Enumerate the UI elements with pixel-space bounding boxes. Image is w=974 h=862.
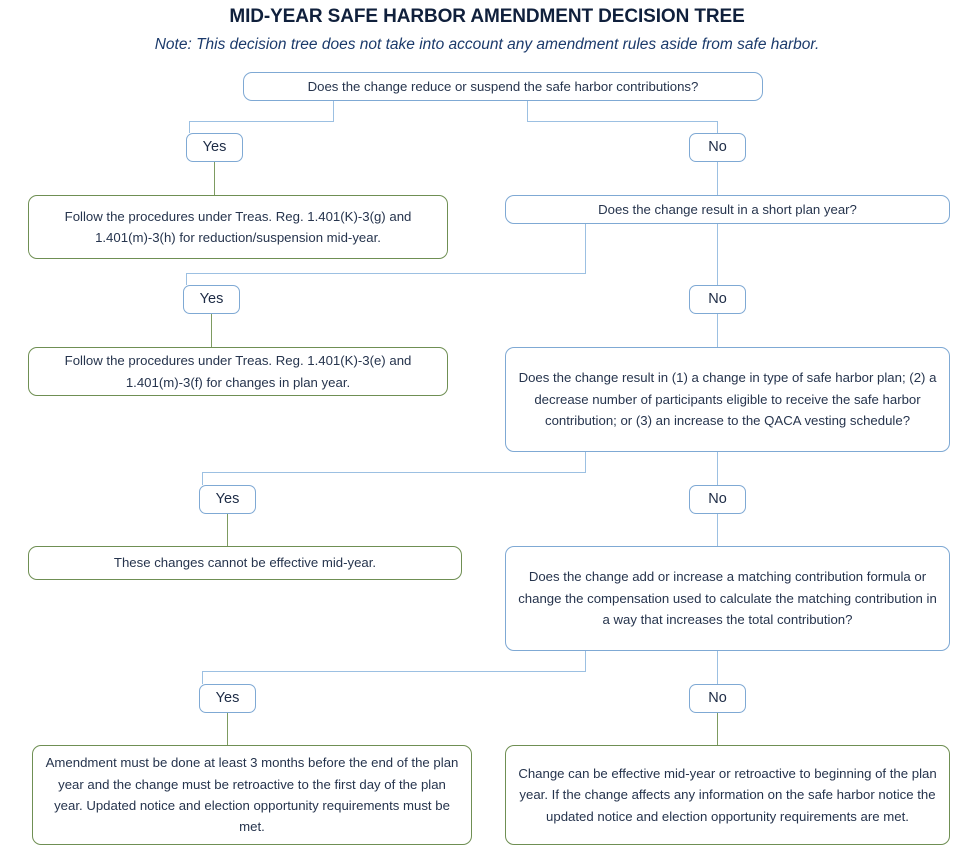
connector-q4-yes-horizontal [202, 671, 586, 672]
branch-label-q2-yes-text: Yes [199, 290, 224, 307]
outcome-box-4: Amendment must be done at least 3 months… [32, 745, 472, 845]
question-box-q3[interactable]: Does the change result in (1) a change i… [505, 347, 950, 452]
connector-q1-no-stub [527, 101, 528, 121]
connector-q4-no-to-outcome5 [717, 713, 718, 745]
branch-label-q4-no[interactable]: No [689, 684, 746, 713]
outcome-1-text: Follow the procedures under Treas. Reg. … [64, 208, 412, 245]
connector-q1-yes-drop [189, 121, 190, 133]
outcome-box-2: Follow the procedures under Treas. Reg. … [28, 347, 448, 396]
question-q2-text: Does the change result in a short plan y… [598, 201, 857, 217]
branch-label-q4-yes-text: Yes [215, 689, 240, 706]
connector-q1-yes-horizontal [189, 121, 334, 122]
branch-label-q3-no[interactable]: No [689, 485, 746, 514]
outcome-4-text: Amendment must be done at least 3 months… [45, 755, 459, 835]
connector-q1-no-drop [717, 121, 718, 133]
connector-q4-no-stub [717, 651, 718, 684]
connector-q1-yes-stub [333, 101, 334, 121]
outcome-2-text: Follow the procedures under Treas. Reg. … [64, 353, 412, 390]
outcome-box-3: These changes cannot be effective mid-ye… [28, 546, 462, 580]
connector-q2-yes-stub [585, 224, 586, 273]
connector-q3-yes-horizontal [202, 472, 586, 473]
connector-q4-yes-drop [202, 671, 203, 684]
connector-q1-no-to-q2 [717, 162, 718, 195]
question-box-q1[interactable]: Does the change reduce or suspend the sa… [243, 72, 763, 101]
question-box-q4[interactable]: Does the change add or increase a matchi… [505, 546, 950, 651]
connector-q2-no-to-q3 [717, 314, 718, 347]
connector-q2-yes-drop [186, 273, 187, 285]
question-q3-text: Does the change result in (1) a change i… [518, 370, 937, 429]
outcome-box-1: Follow the procedures under Treas. Reg. … [28, 195, 448, 259]
page-note: Note: This decision tree does not take i… [154, 36, 820, 53]
branch-label-q3-yes[interactable]: Yes [199, 485, 256, 514]
connector-q2-yes-to-outcome2 [211, 314, 212, 347]
branch-label-q1-yes[interactable]: Yes [186, 133, 243, 162]
branch-label-q3-no-text: No [708, 490, 727, 507]
question-q1-text: Does the change reduce or suspend the sa… [307, 78, 699, 94]
branch-label-q1-no-text: No [708, 138, 727, 155]
connector-q2-no-stub [717, 224, 718, 285]
connector-q1-no-horizontal [527, 121, 718, 122]
connector-q1-yes-to-outcome1 [214, 162, 215, 195]
branch-label-q1-yes-text: Yes [202, 138, 227, 155]
connector-q3-yes-to-outcome3 [227, 514, 228, 546]
branch-label-q3-yes-text: Yes [215, 490, 240, 507]
connector-q4-yes-stub [585, 651, 586, 671]
branch-label-q2-no-text: No [708, 290, 727, 307]
connector-q3-yes-stub [585, 452, 586, 472]
connector-q3-no-to-q4 [717, 514, 718, 546]
connector-q3-no-stub [717, 452, 718, 485]
connector-q2-yes-horizontal [186, 273, 586, 274]
branch-label-q2-yes[interactable]: Yes [183, 285, 240, 314]
question-box-q2[interactable]: Does the change result in a short plan y… [505, 195, 950, 224]
branch-label-q4-yes[interactable]: Yes [199, 684, 256, 713]
page-title: MID-YEAR SAFE HARBOR AMENDMENT DECISION … [229, 6, 745, 27]
branch-label-q2-no[interactable]: No [689, 285, 746, 314]
outcome-box-5: Change can be effective mid-year or retr… [505, 745, 950, 845]
question-q4-text: Does the change add or increase a matchi… [518, 569, 937, 628]
outcome-3-text: These changes cannot be effective mid-ye… [113, 555, 377, 571]
connector-q3-yes-drop [202, 472, 203, 485]
outcome-5-text: Change can be effective mid-year or retr… [518, 765, 937, 824]
branch-label-q1-no[interactable]: No [689, 133, 746, 162]
connector-q4-yes-to-outcome4 [227, 713, 228, 745]
branch-label-q4-no-text: No [708, 689, 727, 706]
